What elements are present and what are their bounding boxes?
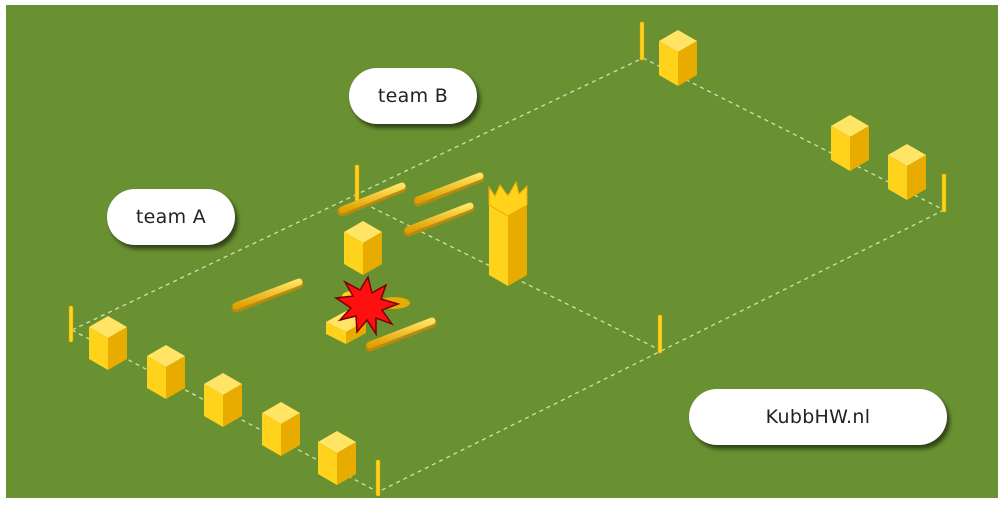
kubb — [831, 115, 869, 171]
team-a-label: team A — [107, 189, 235, 245]
batons — [231, 172, 485, 352]
kubb — [888, 144, 926, 200]
baton — [403, 202, 475, 237]
stake-corner-top — [639, 21, 645, 61]
stake-corner-left — [68, 305, 74, 343]
baton — [413, 172, 485, 207]
stake-center-right — [657, 314, 663, 354]
site-name-label: KubbHW.nl — [689, 389, 947, 445]
kubb — [147, 345, 185, 399]
boundary-line-right — [377, 209, 945, 493]
stake-corner-right — [941, 173, 947, 213]
crown-icon — [488, 180, 528, 217]
kubb — [344, 221, 382, 275]
stakes — [68, 21, 947, 497]
kubb — [89, 316, 127, 370]
boundary-line-left — [71, 57, 644, 331]
kubb — [659, 30, 697, 86]
baton — [231, 278, 304, 313]
hit-burst-icon — [333, 275, 401, 337]
kubb — [318, 431, 356, 485]
king-icon — [488, 180, 528, 286]
stake-center-left — [354, 164, 360, 204]
field-kubbs — [344, 221, 382, 275]
baton — [365, 317, 437, 352]
stake-corner-bottom — [375, 459, 381, 497]
kubb — [204, 373, 242, 427]
team-b-kubbs — [659, 30, 926, 200]
baton — [337, 182, 407, 217]
team-a-kubbs — [89, 316, 356, 485]
kubb — [262, 402, 300, 456]
team-b-label: team B — [349, 68, 477, 124]
